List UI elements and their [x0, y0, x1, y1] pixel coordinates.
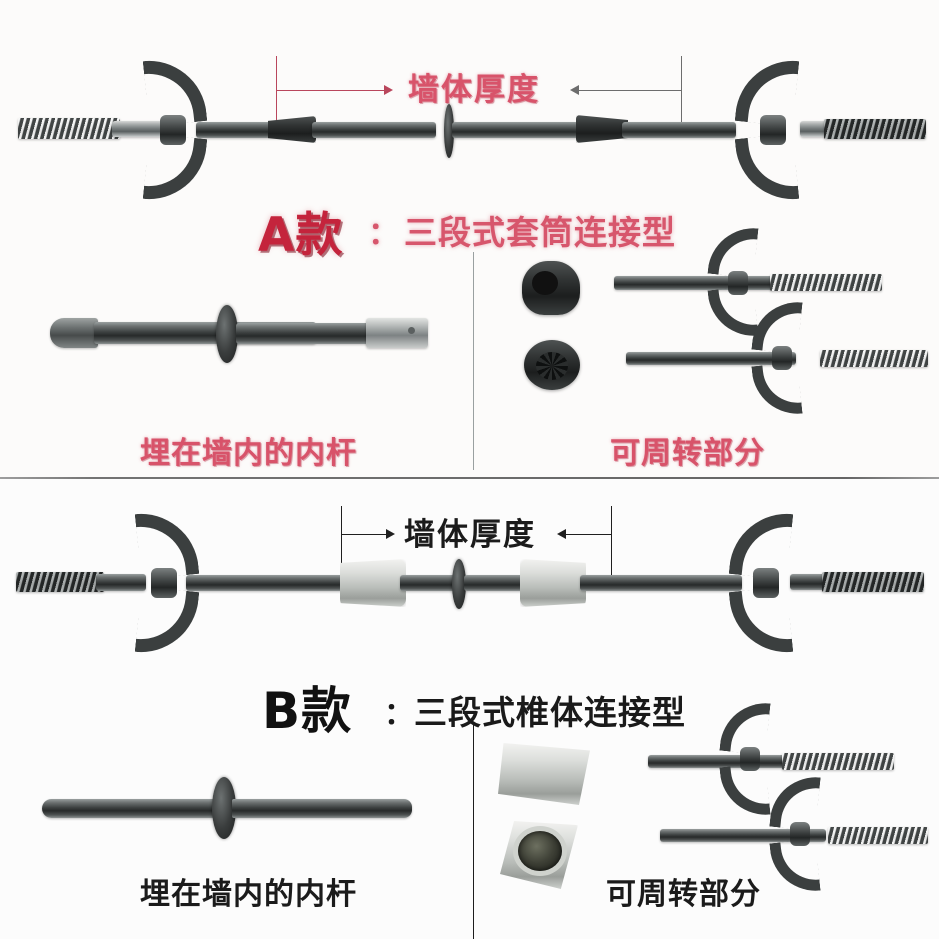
- wing-nut-lower-arc: [751, 361, 803, 419]
- plastic-cone-hollow-bore-icon: [518, 831, 562, 871]
- dimension-left-arrow-head-icon: [386, 529, 395, 539]
- metal-sleeve-cone-bore-icon: [532, 271, 558, 295]
- dimension-left-arrow-line: [341, 534, 389, 535]
- rod-segment-right-a: [622, 122, 736, 138]
- dimension-label-a: 墙体厚度: [408, 72, 540, 108]
- plastic-cone-solid: [498, 743, 590, 805]
- coupling-sleeve-pin-hole-icon: [408, 327, 415, 334]
- left-shank-a: [112, 121, 170, 137]
- rod-segment-mid-left-b: [400, 575, 456, 591]
- panel-type-b: 墙体厚度: [0, 479, 939, 939]
- reusable-rod-upper-wing-nut-a: [700, 223, 776, 341]
- rod-segment-left-a: [196, 122, 284, 138]
- title-desc-a: 三段式套筒连接型: [404, 213, 676, 252]
- left-wing-nut-b: [118, 508, 210, 658]
- caption-left-b: 埋在墙内的内杆: [140, 877, 357, 912]
- inner-rod-shaft-left-b: [42, 799, 220, 818]
- inner-rod-shaft-right-b: [232, 799, 412, 818]
- title-desc-b: 三段式椎体连接型: [414, 693, 686, 732]
- rod-segment-mid-left-a: [312, 122, 436, 138]
- reusable-rod-lower-wing-nut-a: [744, 297, 820, 419]
- inner-rod-coupling-sleeve-a: [366, 318, 428, 348]
- reusable-rod-lower-shaft-b: [660, 829, 826, 842]
- dimension-label-b: 墙体厚度: [404, 517, 536, 553]
- rod-segment-right-b: [580, 575, 742, 591]
- dimension-left-arrow-head-icon: [384, 85, 393, 95]
- wing-nut-hub: [753, 568, 779, 598]
- dimension-right-extension-line: [681, 56, 682, 136]
- reusable-rod-lower-thread-b: [828, 827, 928, 844]
- panel-type-a: 墙体厚度: [18, 55, 928, 471]
- sleeve-cone-right-a: [576, 115, 628, 143]
- inner-rod-shaft-right-a: [236, 323, 376, 344]
- right-threaded-end-a: [824, 119, 926, 139]
- dimension-right-arrow-head-icon: [570, 85, 579, 95]
- panel-b-column-separator: [473, 725, 474, 939]
- caption-right-b: 可周转部分: [606, 877, 761, 912]
- panel-a-column-separator: [473, 252, 474, 470]
- dimension-right-arrow-line: [565, 534, 612, 535]
- reusable-rod-lower-wing-nut-b: [762, 772, 838, 896]
- reusable-rod-lower-shaft-a: [626, 352, 796, 365]
- inner-rod-water-stop-disc-a: [216, 305, 238, 363]
- sleeve-cone-left-a: [268, 116, 316, 143]
- inner-rod-head-a: [50, 318, 98, 348]
- dimension-left-extension-line: [341, 506, 342, 586]
- wing-nut-hub: [760, 115, 786, 145]
- right-threaded-end-b: [822, 572, 924, 592]
- title-code-b: B款: [262, 682, 353, 740]
- rod-segment-mid-right-a: [452, 122, 584, 138]
- dimension-left-arrow-line: [276, 90, 386, 91]
- reusable-rod-upper-thread-b: [782, 753, 894, 770]
- reusable-rod-upper-thread-a: [770, 274, 882, 291]
- dimension-left-extension-line: [276, 56, 277, 136]
- right-wing-nut-b: [720, 508, 812, 658]
- wing-nut-hub: [151, 568, 177, 598]
- right-shank-b: [790, 574, 830, 590]
- water-stop-disc-b: [452, 559, 466, 609]
- rod-segment-left-b: [186, 575, 346, 591]
- wing-nut-hub: [772, 346, 792, 370]
- title-colon-b: ：: [384, 697, 414, 732]
- reusable-rod-lower-thread-a: [820, 350, 928, 367]
- left-threaded-end-a: [18, 118, 120, 139]
- left-wing-nut-a: [128, 55, 218, 205]
- wing-nut-hub: [740, 747, 760, 771]
- dimension-right-extension-line: [611, 506, 612, 586]
- caption-right-a: 可周转部分: [610, 436, 765, 471]
- title-code-a: A款: [258, 208, 344, 263]
- dimension-right-arrow-head-icon: [557, 529, 566, 539]
- left-threaded-end-b: [16, 572, 104, 592]
- plastic-cone-left-b: [340, 559, 406, 607]
- title-colon-a: ：: [368, 216, 399, 252]
- wing-nut-hub: [728, 271, 748, 295]
- reusable-rod-upper-wing-nut-b: [712, 698, 788, 820]
- wing-nut-hub: [160, 115, 186, 145]
- right-wing-nut-a: [728, 55, 818, 205]
- caption-left-a: 埋在墙内的内杆: [140, 436, 357, 471]
- dimension-right-arrow-line: [578, 90, 682, 91]
- water-stop-disc-a: [444, 104, 454, 158]
- rod-segment-mid-right-b: [464, 575, 526, 591]
- wing-nut-lower-arc: [769, 838, 821, 896]
- plastic-cone-right-b: [520, 559, 586, 607]
- wing-nut-hub: [790, 822, 810, 846]
- left-shank-b: [96, 574, 146, 591]
- panel-divider: [0, 477, 939, 479]
- metal-sleeve-nut-splines-icon: [536, 352, 568, 380]
